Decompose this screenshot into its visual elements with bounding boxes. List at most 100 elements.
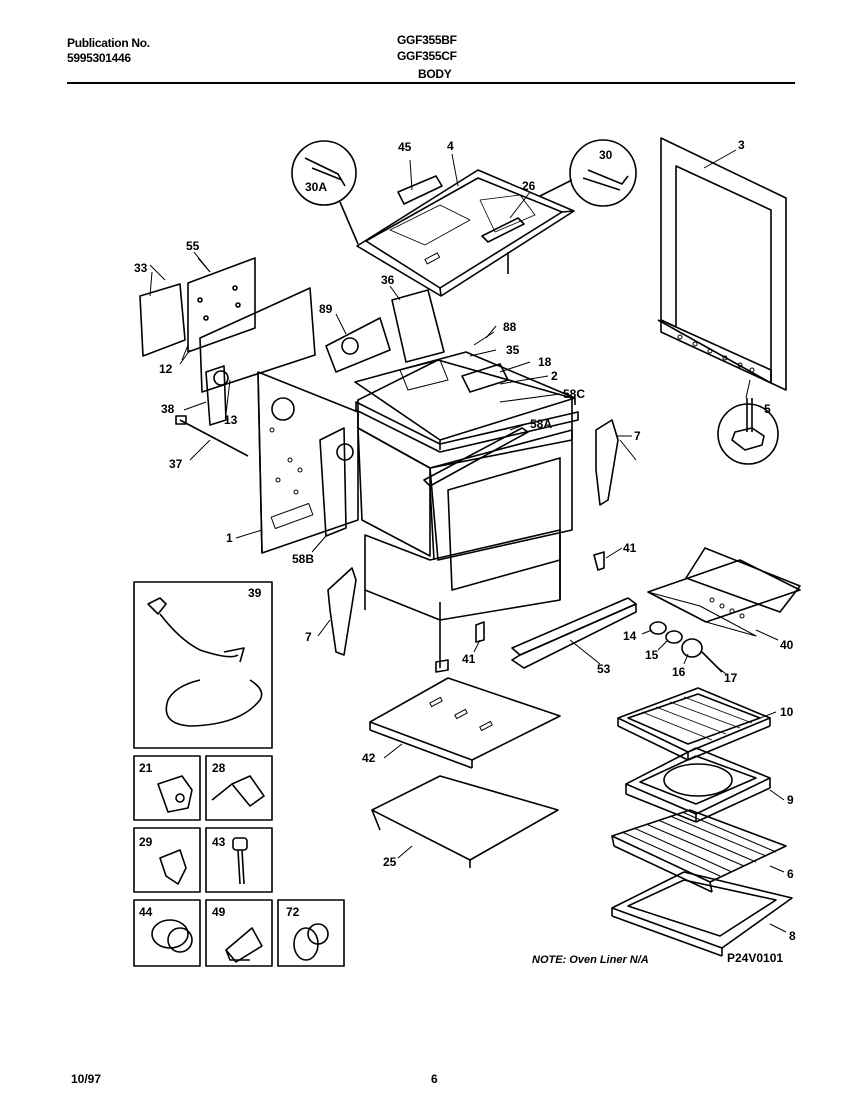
callout-2: 2 [551, 369, 558, 383]
callout-42: 42 [362, 751, 376, 765]
insulation-58a [423, 427, 529, 561]
callout-58a: 58A [530, 417, 552, 431]
section-title: BODY [418, 67, 452, 81]
part-box-49 [205, 899, 273, 967]
callout-17: 17 [724, 671, 738, 685]
oven-bottom-42 [369, 677, 561, 769]
part-box-29 [133, 827, 201, 893]
oven-cabinet [354, 351, 576, 591]
bracket-41-upper [593, 551, 605, 571]
callout-14: 14 [623, 629, 637, 643]
part-box-44 [133, 899, 201, 967]
bracket-41-lower [475, 621, 485, 643]
side-panel [257, 371, 359, 554]
insulation-58b [319, 427, 354, 537]
callout-9: 9 [787, 793, 794, 807]
insulation-58c [355, 401, 579, 453]
callout-41-lower: 41 [462, 652, 476, 666]
oven-bottom-25 [371, 775, 559, 868]
callout-55: 55 [186, 239, 200, 253]
callout-30a: 30A [305, 180, 327, 194]
callout-12: 12 [159, 362, 173, 376]
callout-28: 28 [212, 761, 226, 775]
top-panel [356, 169, 575, 297]
oven-liner [611, 871, 793, 957]
broiler-pan [625, 747, 771, 823]
base-frame [364, 529, 561, 673]
bracket-38 [205, 365, 229, 426]
callout-7-right: 7 [634, 429, 641, 443]
detail-circle-leveling-leg [717, 379, 779, 465]
callout-37: 37 [169, 457, 183, 471]
kick-plate [511, 597, 637, 669]
control-bracket [325, 289, 509, 393]
callout-26: 26 [522, 179, 536, 193]
figure-code: P24V0101 [727, 951, 783, 965]
footer-date: 10/97 [71, 1072, 102, 1086]
callout-labels: 3 4 45 30 30A 26 55 33 12 36 89 88 35 18… [134, 138, 796, 966]
valve-14 [649, 621, 667, 635]
callout-16: 16 [672, 665, 686, 679]
bracket-45 [397, 159, 443, 205]
callout-89: 89 [319, 302, 333, 316]
callout-41-upper: 41 [623, 541, 637, 555]
leader-lines [149, 149, 787, 933]
oven-rack [611, 809, 787, 893]
callout-1: 1 [226, 531, 233, 545]
part-box-28 [205, 755, 273, 821]
callout-15: 15 [645, 648, 659, 662]
part-box-43 [205, 827, 273, 893]
callout-58b: 58B [292, 552, 314, 566]
callout-18: 18 [538, 355, 552, 369]
model-number-2: GGF355CF [397, 49, 457, 63]
broiler-drawer [647, 547, 801, 637]
rear-panel-assembly [139, 257, 316, 393]
door-frame [657, 137, 787, 391]
callout-5: 5 [764, 402, 771, 416]
publication-label: Publication No. [67, 36, 150, 50]
callout-29: 29 [139, 835, 153, 849]
callout-21: 21 [139, 761, 153, 775]
detail-circle-30a [291, 140, 359, 245]
oven-liner-note: NOTE: Oven Liner N/A [532, 954, 649, 966]
page-number: 6 [431, 1072, 438, 1086]
callout-53: 53 [597, 662, 611, 676]
callout-8: 8 [789, 929, 796, 943]
publication-number: 5995301446 [67, 51, 131, 65]
detail-circle-30 [539, 139, 637, 207]
callout-3: 3 [738, 138, 745, 152]
callout-45: 45 [398, 140, 412, 154]
callout-43: 43 [212, 835, 226, 849]
callout-10: 10 [780, 705, 794, 719]
knob-16 [681, 638, 703, 658]
callout-49: 49 [212, 905, 226, 919]
callout-58c: 58C [563, 387, 585, 401]
callout-13: 13 [224, 413, 238, 427]
callout-25: 25 [383, 855, 397, 869]
callout-44: 44 [139, 905, 153, 919]
callout-72: 72 [286, 905, 300, 919]
screw-37 [175, 415, 249, 457]
callout-35: 35 [506, 343, 520, 357]
wire-17 [701, 651, 723, 673]
callout-6: 6 [787, 867, 794, 881]
callout-7-left: 7 [305, 630, 312, 644]
hinge-right [595, 419, 637, 506]
callout-4: 4 [447, 139, 454, 153]
part-box-72 [277, 899, 345, 967]
hinge-left [327, 567, 357, 656]
power-cord-box [133, 581, 273, 749]
callout-33: 33 [134, 261, 148, 275]
callout-39: 39 [248, 586, 262, 600]
callout-36: 36 [381, 273, 395, 287]
callout-38: 38 [161, 402, 175, 416]
bushing-15 [665, 630, 683, 644]
bracket-26 [481, 191, 531, 243]
header-rule [67, 82, 795, 84]
model-number-1: GGF355BF [397, 33, 457, 47]
callout-40: 40 [780, 638, 794, 652]
callout-30: 30 [599, 148, 613, 162]
callout-88: 88 [503, 320, 517, 334]
part-box-21 [133, 755, 201, 821]
